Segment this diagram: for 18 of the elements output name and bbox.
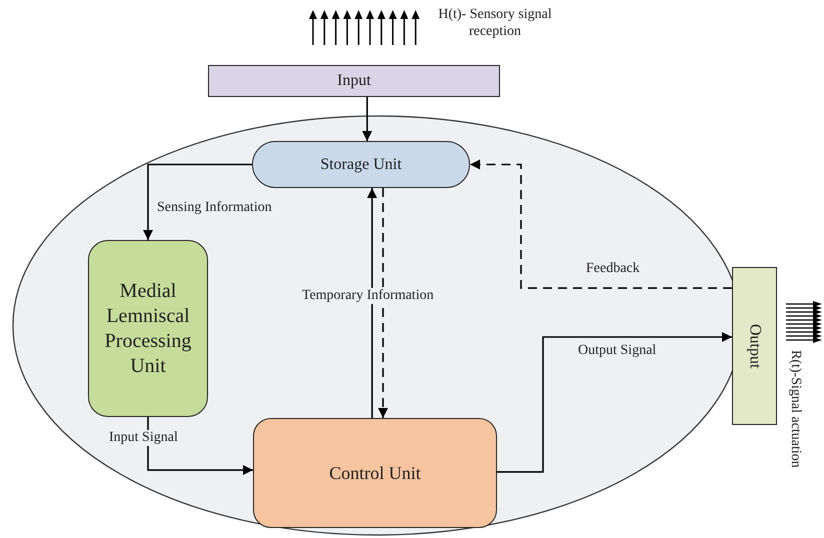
process-box: Storage Unit	[252, 141, 470, 188]
input-box: Input	[208, 65, 500, 97]
output-box: Output	[732, 267, 777, 425]
process-box: Control Unit	[253, 418, 497, 528]
arrow	[143, 164, 252, 240]
process-box: Medial Lemniscal Processing Unit	[88, 240, 208, 417]
signal-label: R(t)-Signal actuation	[787, 350, 803, 468]
edge-label: Input Signal	[107, 430, 180, 446]
edge-label: Temporary Information	[300, 288, 436, 304]
arrow	[367, 188, 378, 418]
arrow	[362, 97, 372, 141]
arrow	[147, 417, 253, 476]
edge-label: Sensing Information	[155, 200, 274, 216]
signal-label: H(t)- Sensory signal reception	[437, 7, 553, 41]
dashed-arrow	[470, 160, 732, 289]
dashed-arrow	[378, 188, 388, 418]
edge-label: Output Signal	[576, 343, 658, 359]
arrow	[497, 332, 732, 473]
